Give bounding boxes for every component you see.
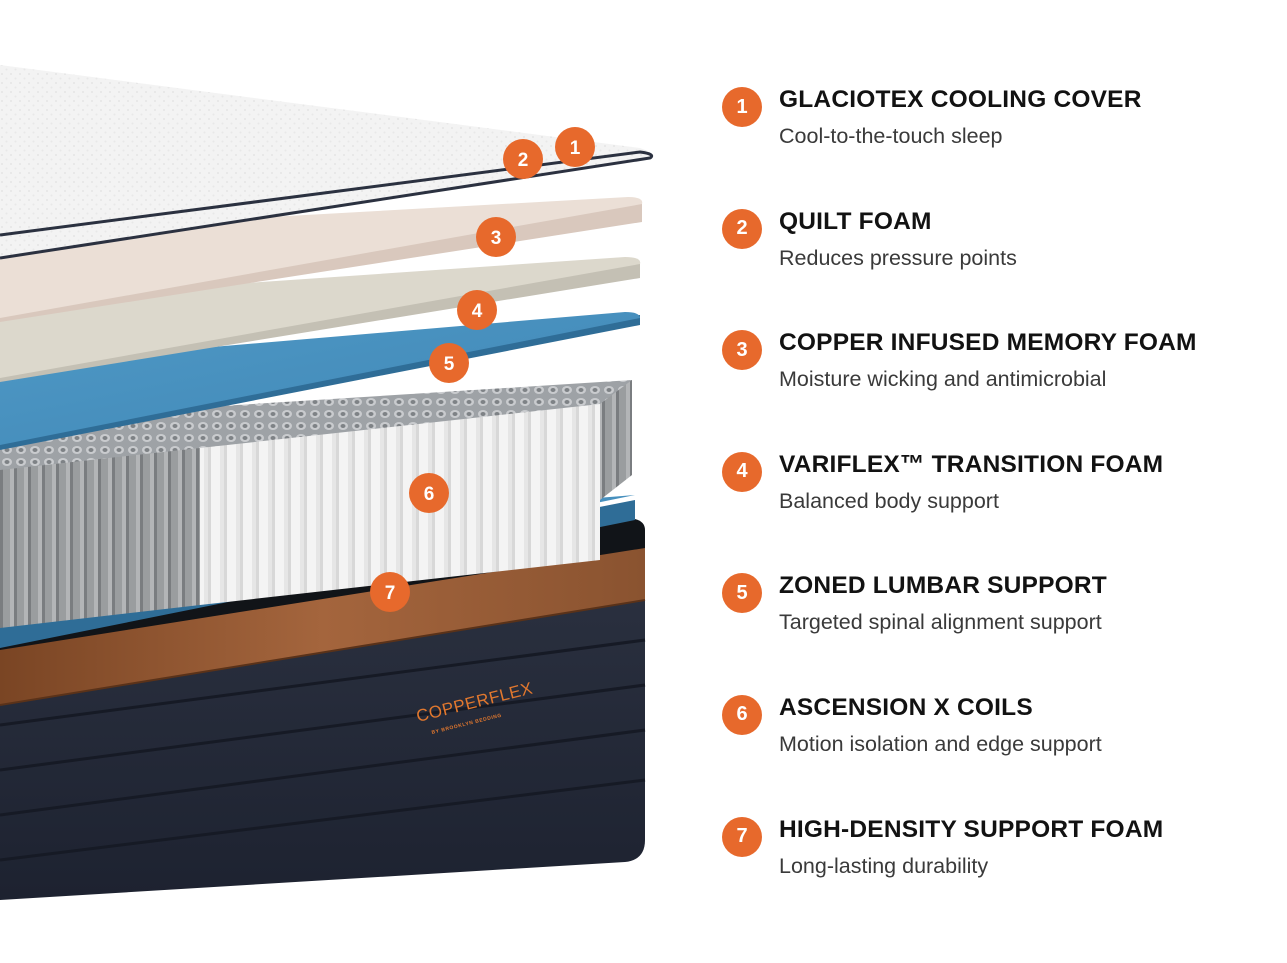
callout-number-4: 4 (472, 301, 483, 322)
callout-number-1: 1 (570, 138, 581, 159)
callout-number-7: 7 (385, 583, 396, 604)
legend-title-3: COPPER INFUSED MEMORY FOAM (779, 329, 1197, 357)
base-foam-block: COPPERFLEX BY BROOKLYN BEDDING (0, 518, 646, 900)
callout-circle-5 (429, 343, 469, 383)
legend-title-6: ASCENSION X COILS (779, 693, 1033, 721)
legend-badge-2: 2 (722, 208, 762, 249)
callout-badge-2: 2 (503, 139, 543, 179)
legend-title-5: ZONED LUMBAR SUPPORT (779, 572, 1107, 600)
legend-badge-7: 7 (722, 816, 762, 857)
layer-legend: 1 GLACIOTEX COOLING COVER Cool-to-the-to… (722, 84, 1262, 935)
callout-circle-6 (409, 473, 449, 513)
legend-badge-4: 4 (722, 451, 762, 492)
layer-5-lumbar-foam (0, 312, 640, 450)
legend-badge-1: 1 (722, 87, 762, 127)
callout-circle-4 (457, 290, 497, 330)
callout-circle-7 (370, 572, 410, 612)
callout-number-6: 6 (424, 484, 435, 505)
legend-description-2: Reduces pressure points (779, 245, 1017, 270)
callout-badge-5: 5 (429, 343, 469, 383)
callout-badge-4: 4 (457, 290, 497, 330)
callout-circle-1 (555, 127, 595, 167)
layer-6-coil-unit (0, 380, 632, 628)
legend-title-7: HIGH-DENSITY SUPPORT FOAM (779, 815, 1164, 843)
legend-badge-3: 3 (722, 330, 762, 371)
callout-badge-7: 7 (370, 572, 410, 612)
legend-item-3: 3 COPPER INFUSED MEMORY FOAM Moisture wi… (722, 327, 1262, 449)
legend-item-6: 6 ASCENSION X COILS Motion isolation and… (722, 692, 1262, 814)
callout-number-5: 5 (444, 354, 455, 375)
legend-description-6: Motion isolation and edge support (779, 731, 1102, 756)
callout-circle-3 (476, 217, 516, 257)
legend-title-1: GLACIOTEX COOLING COVER (779, 86, 1142, 113)
callout-circle-2 (503, 139, 543, 179)
legend-item-7: 7 HIGH-DENSITY SUPPORT FOAM Long-lasting… (722, 814, 1262, 936)
callout-badge-6: 6 (409, 473, 449, 513)
legend-badge-6: 6 (722, 694, 762, 735)
callout-number-2: 2 (518, 150, 529, 171)
legend-item-5: 5 ZONED LUMBAR SUPPORT Targeted spinal a… (722, 570, 1262, 692)
mattress-layer-diagram: COPPERFLEX BY BROOKLYN BEDDING 1 (0, 65, 654, 900)
legend-item-2: 2 QUILT FOAM Reduces pressure points (722, 206, 1262, 328)
legend-description-7: Long-lasting durability (779, 853, 989, 878)
callout-badge-3: 3 (476, 217, 516, 257)
legend-description-1: Cool-to-the-touch sleep (779, 124, 1003, 148)
callout-number-3: 3 (491, 228, 502, 249)
callout-badge-1: 1 (555, 127, 595, 167)
legend-badge-5: 5 (722, 573, 762, 614)
legend-description-3: Moisture wicking and antimicrobial (779, 367, 1107, 392)
legend-item-4: 4 VARIFLEX™ TRANSITION FOAM Balanced bod… (722, 449, 1262, 571)
legend-description-4: Balanced body support (779, 488, 999, 513)
legend-title-4: VARIFLEX™ TRANSITION FOAM (779, 450, 1164, 478)
legend-title-2: QUILT FOAM (779, 207, 932, 235)
legend-item-1: 1 GLACIOTEX COOLING COVER Cool-to-the-to… (722, 84, 1262, 206)
layer-1-cooling-cover (0, 65, 654, 260)
legend-description-5: Targeted spinal alignment support (779, 610, 1102, 635)
